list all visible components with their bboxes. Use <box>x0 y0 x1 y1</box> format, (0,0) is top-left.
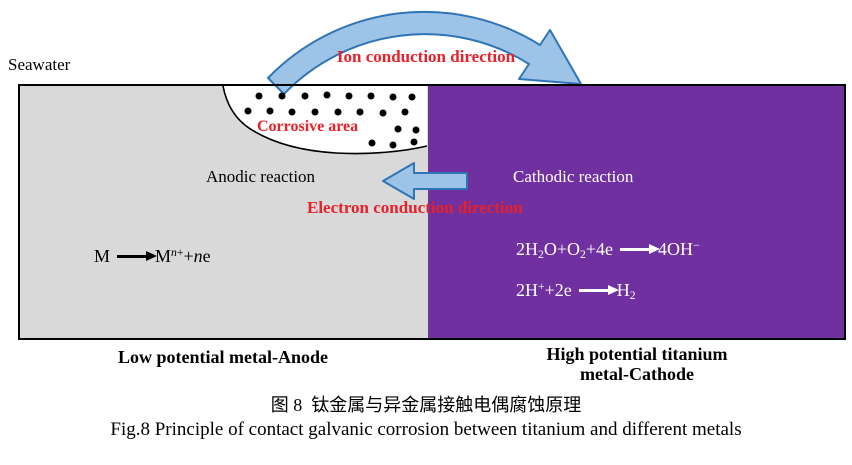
equation-segment: 4OH <box>657 239 693 259</box>
equation-segment: + <box>183 246 194 266</box>
equation-segment: − <box>692 239 700 253</box>
equation-segment: + <box>176 246 184 260</box>
equation-segment: M <box>94 246 111 266</box>
electron-conduction-label: Electron conduction direction <box>307 198 523 217</box>
equation-segment: 2H <box>516 280 538 300</box>
cathodic-equation-hydrogen: 2H++2e H2 <box>516 280 636 302</box>
equation-segment: +4e <box>585 239 613 259</box>
anode-caption: Low potential metal-Anode <box>118 347 328 367</box>
reaction-arrow-icon <box>117 254 148 258</box>
cathodic-reaction-label: Cathodic reaction <box>513 167 634 186</box>
equation-segment: n <box>171 246 177 260</box>
figure-caption-chinese: 图 8 钛金属与异金属接触电偶腐蚀原理 <box>270 395 582 415</box>
corrosive-area-label: Corrosive area <box>257 118 359 135</box>
seawater-label: Seawater <box>8 55 71 74</box>
equation-segment: O+O <box>543 239 580 259</box>
reaction-arrow-icon <box>578 288 609 292</box>
equation-segment: H <box>616 280 630 300</box>
equation-segment: 2 <box>538 247 544 261</box>
cathode-caption-line1: High potential titanium <box>546 344 728 364</box>
equation-segment: M <box>155 246 172 266</box>
equation-segment: 2 <box>629 288 636 302</box>
figure-caption-english: Fig.8 Principle of contact galvanic corr… <box>110 419 742 440</box>
equation-segment: n <box>193 246 203 266</box>
anodic-reaction-label: Anodic reaction <box>206 167 316 186</box>
ion-conduction-label: Ion conduction direction <box>336 47 516 66</box>
cathode-caption-line2: metal-Cathode <box>580 364 694 384</box>
equation-segment: +2e <box>544 280 572 300</box>
equation-segment: + <box>538 280 545 294</box>
cathode-caption: High potential titanium metal-Cathode <box>428 344 846 384</box>
cathode-region <box>428 84 846 340</box>
equation-segment: e <box>202 246 211 266</box>
equation-segment: 2 <box>580 247 586 261</box>
reaction-arrow-icon <box>619 247 650 251</box>
equation-segment: 2H <box>516 239 538 259</box>
